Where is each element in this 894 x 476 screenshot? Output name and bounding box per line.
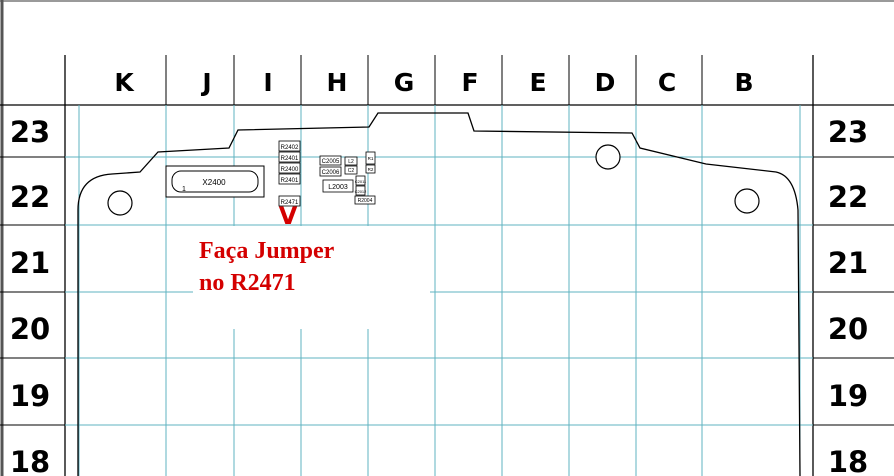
small-part-l2: L2 — [348, 159, 354, 165]
small-part-c2: C2 — [348, 168, 355, 174]
jumper-marker: V — [279, 202, 298, 230]
row-label-19-right: 19 — [828, 379, 868, 413]
board-outline — [77, 112, 801, 476]
resistor-stack: R2402 R2401 R2400 R2401 R2471 — [278, 140, 301, 207]
jumper-note: Faça Jumper no R2471 — [199, 238, 335, 296]
col-label-f: F — [461, 68, 478, 97]
resistor-label-4: R2401 — [281, 178, 299, 184]
connector-x2400: X2400 1 — [165, 165, 265, 198]
row-labels-left: 23 22 21 20 19 18 — [10, 115, 50, 476]
resistor-label-2: R2401 — [281, 156, 299, 162]
target-resistor-label: R2471 — [281, 200, 299, 206]
cap-label-2: C2006 — [322, 170, 340, 176]
row-labels-right: 23 22 21 20 19 18 — [828, 115, 868, 476]
small-part-c2012: C2012 — [355, 189, 368, 194]
row-label-22-left: 22 — [10, 180, 50, 214]
row-label-21-left: 21 — [10, 246, 50, 280]
row-label-21-right: 21 — [828, 246, 868, 280]
row-label-18-right: 18 — [828, 445, 868, 476]
col-label-c: C — [658, 68, 676, 97]
row-label-23-left: 23 — [10, 115, 50, 149]
mounting-hole-right — [734, 188, 760, 214]
note-line-1: Faça Jumper — [199, 238, 335, 264]
row-label-20-left: 20 — [10, 312, 50, 346]
inductor-label: L2003 — [328, 184, 348, 191]
cap-label-1: C2005 — [322, 159, 340, 165]
row-label-19-left: 19 — [10, 379, 50, 413]
row-label-23-right: 23 — [828, 115, 868, 149]
row-label-20-right: 20 — [828, 312, 868, 346]
row-label-18-left: 18 — [10, 445, 50, 476]
mounting-hole-left — [107, 190, 133, 216]
grid — [65, 105, 813, 476]
connector-pin-label: 1 — [182, 186, 186, 193]
resistor-label-3: R2400 — [281, 167, 299, 173]
col-label-e: E — [529, 68, 546, 97]
frame — [0, 55, 894, 476]
small-part-r2: R2 — [368, 167, 374, 172]
col-label-g: G — [394, 68, 415, 97]
note-line-2: no R2471 — [199, 270, 296, 296]
column-labels: K J I H G F E D C B — [114, 68, 753, 97]
col-label-b: B — [734, 68, 753, 97]
component-cluster: C2005 C2006 L2 C2 R1 R2 L2003 C2011 C201… — [319, 151, 376, 205]
connector-label: X2400 — [202, 178, 226, 187]
small-part-r2004: R2004 — [358, 198, 373, 204]
col-label-h: H — [327, 68, 348, 97]
row-label-22-right: 22 — [828, 180, 868, 214]
col-label-k: K — [114, 68, 135, 97]
small-part-c2011: C2011 — [355, 179, 367, 184]
small-part-r1: R1 — [368, 156, 374, 161]
column-dividers — [165, 55, 703, 105]
col-label-d: D — [595, 68, 616, 97]
mounting-hole-top — [595, 144, 621, 170]
note-background — [193, 226, 430, 329]
row-dividers — [0, 156, 894, 426]
resistor-label-1: R2402 — [281, 145, 299, 151]
col-label-i: I — [263, 68, 272, 97]
col-label-j: J — [200, 68, 211, 97]
